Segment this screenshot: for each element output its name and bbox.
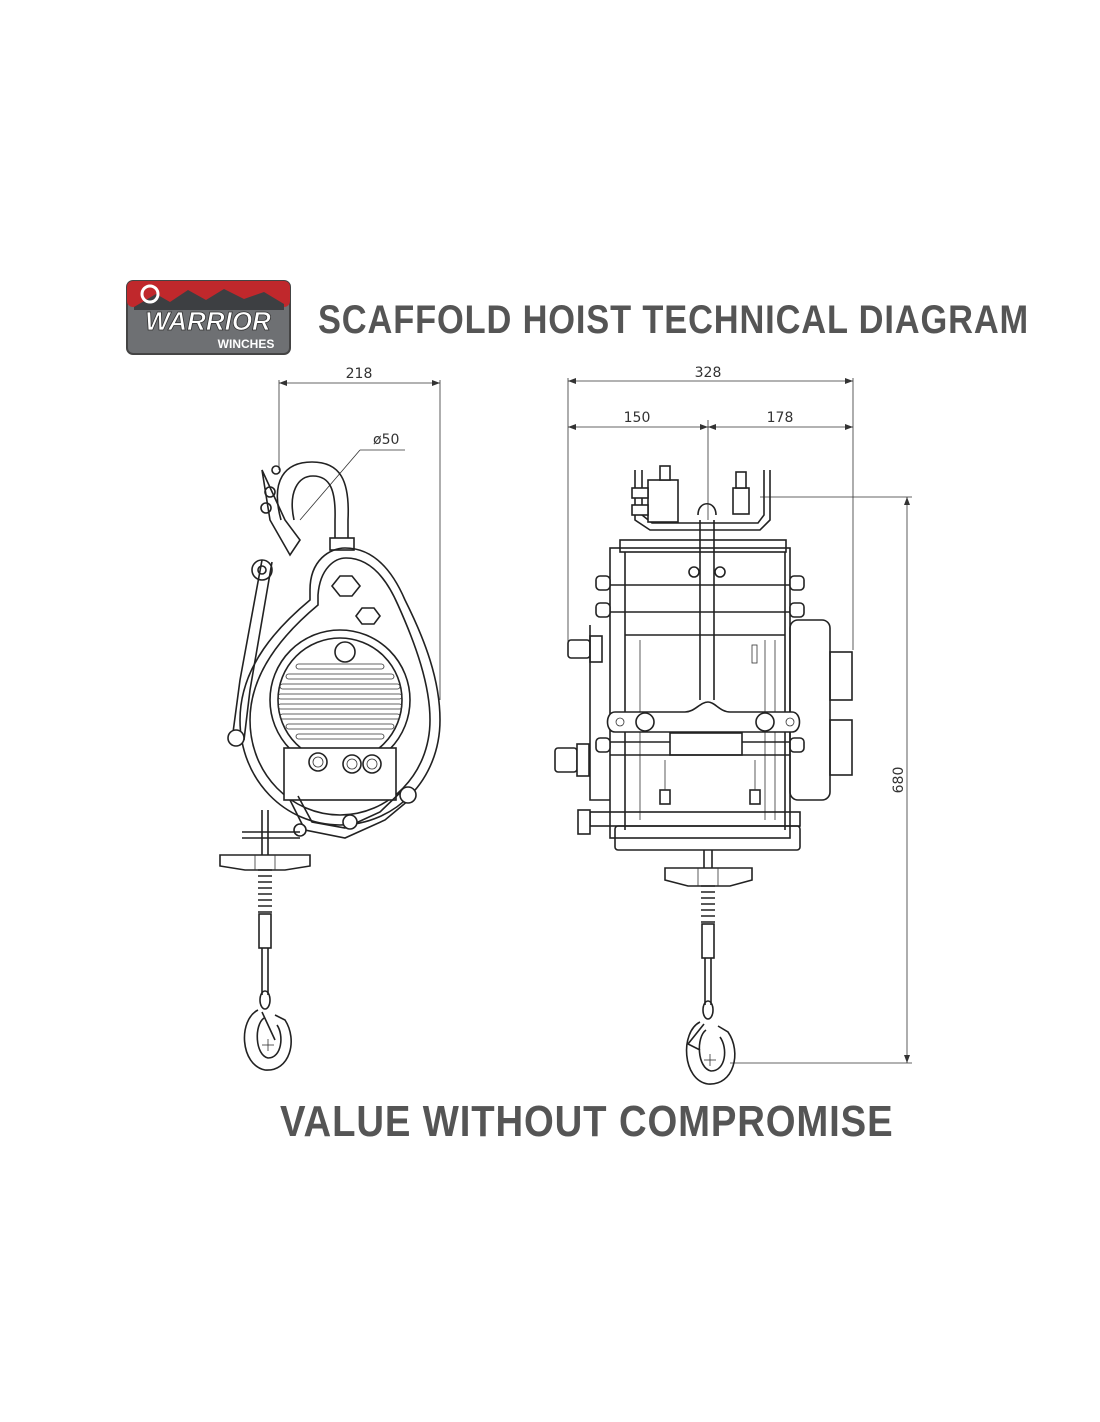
page-title: SCAFFOLD HOIST TECHNICAL DIAGRAM [318,298,1030,342]
front-left-label: 150 [624,410,651,426]
dimension-side-width: 218 [278,366,441,700]
tagline: VALUE WITHOUT COMPROMISE [280,1097,894,1146]
side-width-label: 218 [346,366,373,382]
front-width-label: 328 [695,365,722,381]
dimension-height: 680 [730,496,912,1064]
motor-grille [277,663,403,740]
logo-sub-text: WINCHES [218,337,275,351]
dimension-front-split: 150 178 [568,410,853,520]
logo-brand-text: WARRIOR [145,306,271,336]
warrior-winches-logo: WARRIOR WINCHES [126,280,291,355]
front-view: 328 150 178 680 [554,365,912,1085]
height-label: 680 [891,767,907,794]
side-view: 218 ø50 [219,366,441,1071]
hook-diameter-label: ø50 [373,432,399,448]
front-right-label: 178 [767,410,794,426]
dimension-front-width: 328 [567,365,854,650]
